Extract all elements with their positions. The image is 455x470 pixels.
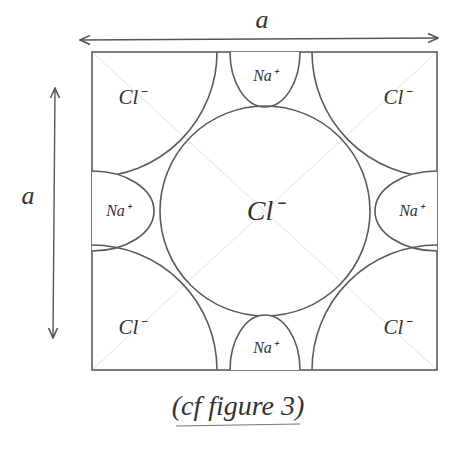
dimension-label: a xyxy=(256,7,269,33)
ion-outline xyxy=(92,171,154,251)
sodium-half: Na⁺ xyxy=(230,315,300,370)
chloride-corner: Cl⁻ xyxy=(92,245,217,370)
sodium-half: Na⁺ xyxy=(92,171,154,251)
node-outline xyxy=(312,52,437,177)
chloride-corner: Cl⁻ xyxy=(312,52,437,177)
ion-outline xyxy=(312,245,437,370)
dimension-arrow xyxy=(53,88,55,338)
ion-symbol: Na⁺ xyxy=(253,340,277,356)
ion-outline xyxy=(375,171,437,251)
ion-symbol: Cl⁻ xyxy=(384,317,411,338)
ion-symbol: Cl⁻ xyxy=(119,317,146,338)
dimension-label: a xyxy=(22,183,35,209)
ion-outline xyxy=(160,106,370,316)
ion-outline xyxy=(92,52,217,177)
ion-symbol: Cl⁻ xyxy=(119,87,146,108)
caption-underline xyxy=(176,424,300,426)
ion-symbol: Cl⁻ xyxy=(247,197,282,225)
guide-diagonal xyxy=(92,52,437,370)
node-outline xyxy=(312,245,437,370)
node-outline xyxy=(92,245,217,370)
ion-symbol: Na⁺ xyxy=(106,203,130,219)
ion-symbol: Cl⁻ xyxy=(384,87,411,108)
ion-outline xyxy=(230,315,300,370)
caption: (cf figure 3) xyxy=(172,392,305,420)
node-outline xyxy=(92,52,217,177)
ion-symbol: Na⁺ xyxy=(253,68,277,84)
cell-square xyxy=(92,52,437,370)
ion-outline xyxy=(312,52,437,177)
ion-symbol: Na⁺ xyxy=(399,203,423,219)
chloride-corner: Cl⁻ xyxy=(312,245,437,370)
sodium-half: Na⁺ xyxy=(230,52,300,107)
chloride-centre: Cl⁻ xyxy=(160,106,370,316)
ion-outline xyxy=(230,52,300,107)
dimension-arrow xyxy=(80,38,438,40)
guide-diagonal xyxy=(92,52,437,370)
chloride-corner: Cl⁻ xyxy=(92,52,217,177)
ion-outline xyxy=(92,245,217,370)
sodium-half: Na⁺ xyxy=(375,171,437,251)
